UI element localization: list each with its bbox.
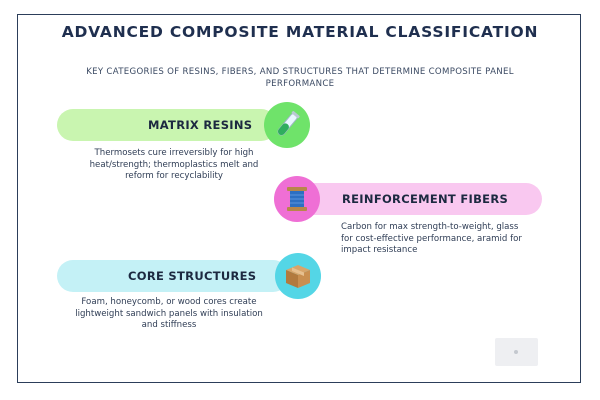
reinforcement-fibers-pill <box>286 183 542 215</box>
core-structures-label: CORE STRUCTURES <box>128 269 257 283</box>
matrix-resins-label: MATRIX RESINS <box>148 118 253 132</box>
core-structures-description: Foam, honeycomb, or wood cores create li… <box>75 297 263 331</box>
core-structures-pill <box>57 260 289 292</box>
matrix-resins-description: Thermosets cure irreversibly for high he… <box>89 148 259 182</box>
test-tube-icon <box>277 111 300 136</box>
reinforcement-fibers-icon-badge <box>274 176 320 222</box>
watermark-logo <box>495 338 538 366</box>
diagram-title: ADVANCED COMPOSITE MATERIAL CLASSIFICATI… <box>61 23 539 41</box>
matrix-resins-icon-badge <box>264 102 310 148</box>
matrix-resins-pill <box>57 109 277 141</box>
diagram-subtitle: KEY CATEGORIES OF RESINS, FIBERS, AND ST… <box>86 67 514 89</box>
core-structures-icon-badge <box>275 253 321 299</box>
reinforcement-fibers-description: Carbon for max strength-to-weight, glass… <box>341 222 522 256</box>
reinforcement-fibers-label: REINFORCEMENT FIBERS <box>342 192 509 206</box>
package-box-icon <box>286 265 310 288</box>
thread-spool-icon <box>287 187 307 211</box>
